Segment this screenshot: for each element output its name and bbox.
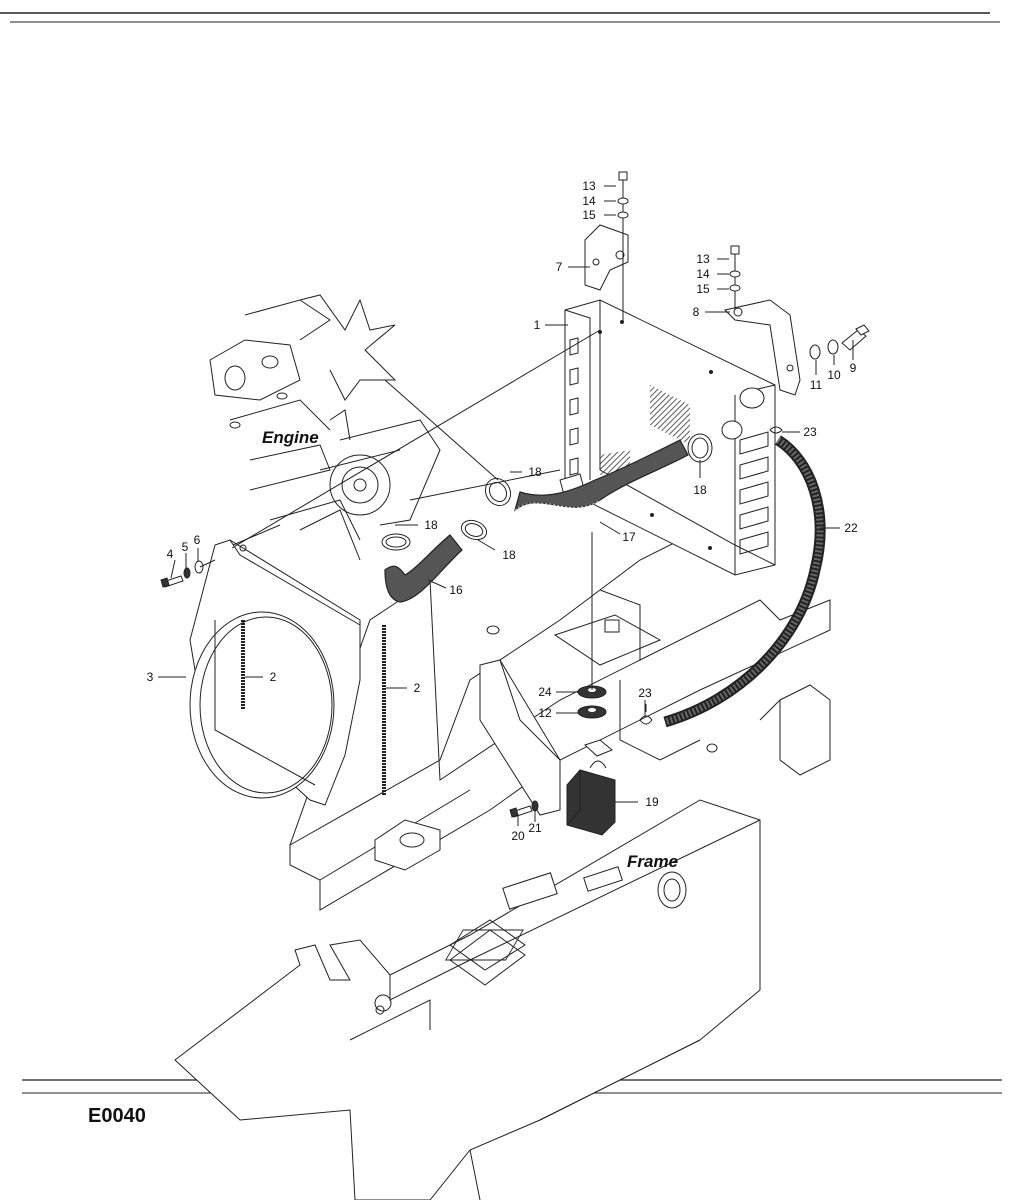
bracket-7: [584, 224, 629, 291]
callout-numbers: 13 14 15 7 1 13 14 15 8 11 10 9 23 18 18…: [147, 179, 858, 843]
callout-18c: 18: [424, 518, 438, 532]
callout-13b: 13: [696, 252, 710, 266]
diagram-code: E0040: [88, 1105, 146, 1127]
callout-23a: 23: [803, 425, 817, 439]
hose-clamp-18a: [484, 477, 512, 507]
callout-5: 5: [182, 540, 189, 554]
callout-14b: 14: [696, 267, 710, 281]
fan-shroud: [189, 524, 361, 806]
engine-block: [209, 294, 441, 561]
hose-clamp-18b: [687, 433, 713, 463]
callout-6: 6: [194, 533, 201, 547]
callout-7: 7: [556, 260, 563, 274]
callout-24: 24: [538, 685, 552, 699]
overflow-hose-22: [663, 435, 826, 728]
upper-hose-17: [513, 439, 689, 512]
callout-18a: 18: [528, 465, 542, 479]
callout-12: 12: [538, 706, 552, 720]
callout-16: 16: [449, 583, 463, 597]
callout-18b: 18: [693, 483, 707, 497]
callout-18d: 18: [502, 548, 516, 562]
bracket-8: [724, 299, 801, 396]
callout-23b: 23: [638, 686, 652, 700]
callout-2b: 2: [414, 681, 421, 695]
bolt-20: [509, 805, 533, 818]
callout-9: 9: [850, 361, 857, 375]
radiator-left-tank: [569, 337, 579, 476]
bolt-stack-left: [617, 171, 629, 322]
callout-19: 19: [645, 795, 659, 809]
frame-chassis: [174, 519, 831, 1200]
washer-21: [531, 800, 539, 812]
callout-2a: 2: [270, 670, 277, 684]
washer-11: [809, 344, 821, 360]
callout-20: 20: [511, 829, 525, 843]
callout-21: 21: [528, 821, 542, 835]
bolt-stack-right: [729, 245, 741, 310]
assembly-guide-lines: [231, 329, 601, 549]
callout-13a: 13: [582, 179, 596, 193]
reserve-tank-19: [566, 739, 616, 836]
callout-17: 17: [622, 530, 636, 544]
washer-5: [183, 567, 191, 579]
mount-bolt-9: [841, 324, 870, 351]
nut-10: [827, 339, 839, 355]
radiator-right-tank: [739, 431, 769, 555]
washer-6: [194, 560, 204, 574]
hose-clip-23a: [769, 426, 783, 434]
callout-8: 8: [693, 305, 700, 319]
engine-label: Engine: [262, 428, 319, 447]
hose-clip-23b: [639, 704, 653, 725]
callout-4: 4: [167, 547, 174, 561]
callout-22: 22: [844, 521, 858, 535]
callout-11: 11: [810, 378, 823, 392]
callout-15a: 15: [582, 208, 596, 222]
hose-clamp-18c: [381, 533, 411, 551]
callout-15b: 15: [696, 282, 710, 296]
callout-3: 3: [147, 670, 154, 684]
bolt-4: [160, 575, 184, 588]
leader-lines: [158, 185, 854, 826]
lower-hose-16: [384, 534, 463, 603]
callout-1: 1: [534, 318, 541, 332]
frame-label: Frame: [627, 852, 678, 871]
callout-14a: 14: [582, 194, 596, 208]
hose-clamp-18d: [460, 519, 488, 541]
header-rule: [0, 12, 1000, 23]
cushion-12: [577, 705, 607, 719]
bolt-line-4: [199, 559, 216, 568]
callout-10: 10: [827, 368, 841, 382]
